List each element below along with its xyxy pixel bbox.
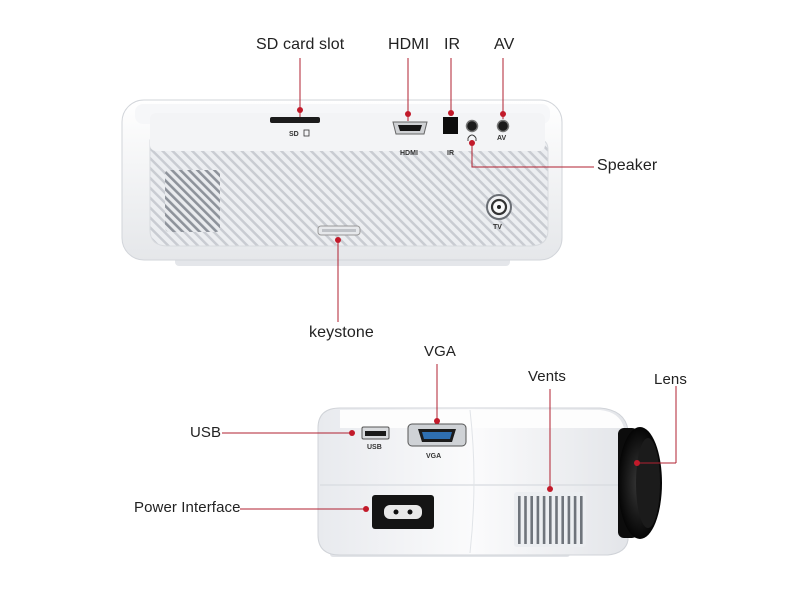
- callout-ir: IR: [444, 36, 461, 53]
- callout-sd-card-slot: SD card slot: [256, 36, 345, 53]
- vent-slat: [573, 496, 577, 544]
- rear-view-projector: SD HDMI IR AV TV: [121, 99, 563, 266]
- left-grill: [165, 170, 220, 232]
- ir-port-label: IR: [447, 150, 454, 157]
- ir-sensor: [443, 117, 458, 134]
- callout-power-interface: Power Interface: [134, 499, 241, 516]
- callout-lens: Lens: [654, 371, 687, 388]
- dot-power: [363, 506, 369, 512]
- dot-av: [500, 111, 506, 117]
- dot-keystone: [335, 237, 341, 243]
- dot-usb: [349, 430, 355, 436]
- callout-usb: USB: [190, 424, 222, 441]
- vent-slat: [580, 496, 583, 544]
- callout-av: AV: [494, 36, 515, 53]
- speaker-jack: [465, 119, 479, 133]
- dot-speaker: [469, 140, 475, 146]
- lens-assembly: [618, 427, 662, 539]
- av-jack: [496, 119, 510, 133]
- dot-lens: [634, 460, 640, 466]
- dot-sd: [297, 107, 303, 113]
- sd-card-icon: [303, 129, 310, 137]
- vent-slat: [542, 496, 546, 544]
- side-view-projector: USB VGA: [317, 407, 662, 557]
- av-port-label: AV: [497, 135, 507, 142]
- hdmi-port: [392, 121, 428, 135]
- vent-slat: [555, 496, 558, 544]
- tv-connector: [486, 194, 512, 220]
- callout-vga: VGA: [424, 343, 456, 360]
- vent-slat: [561, 496, 564, 544]
- vga-port: [407, 423, 467, 447]
- usb-port: [361, 426, 390, 440]
- callout-vents: Vents: [528, 368, 567, 385]
- vent-slat: [524, 496, 527, 544]
- dot-hdmi: [405, 111, 411, 117]
- sd-card-slot: [270, 117, 320, 123]
- vent-slat: [567, 496, 571, 544]
- vent-slat: [549, 496, 552, 544]
- callout-hdmi: HDMI: [388, 36, 430, 53]
- callout-lines: [222, 58, 677, 510]
- hdmi-port-label: HDMI: [400, 150, 418, 157]
- vent-slat: [518, 496, 521, 544]
- usb-port-label: USB: [367, 444, 382, 451]
- callout-keystone: keystone: [309, 324, 374, 341]
- power-interface-socket: [372, 495, 434, 529]
- dot-ir: [448, 110, 454, 116]
- sd-port-label: SD: [289, 131, 299, 138]
- callout-dots: [297, 107, 640, 512]
- dot-vents: [547, 486, 553, 492]
- vga-port-label: VGA: [426, 453, 441, 460]
- vent-slat: [530, 496, 533, 544]
- tv-port-label: TV: [493, 224, 502, 231]
- callout-speaker: Speaker: [597, 157, 658, 174]
- dot-vga: [434, 418, 440, 424]
- rear-panel: [149, 139, 549, 247]
- vent-slat: [536, 496, 540, 544]
- headphone-icon: [467, 134, 477, 141]
- side-vents: [514, 492, 586, 547]
